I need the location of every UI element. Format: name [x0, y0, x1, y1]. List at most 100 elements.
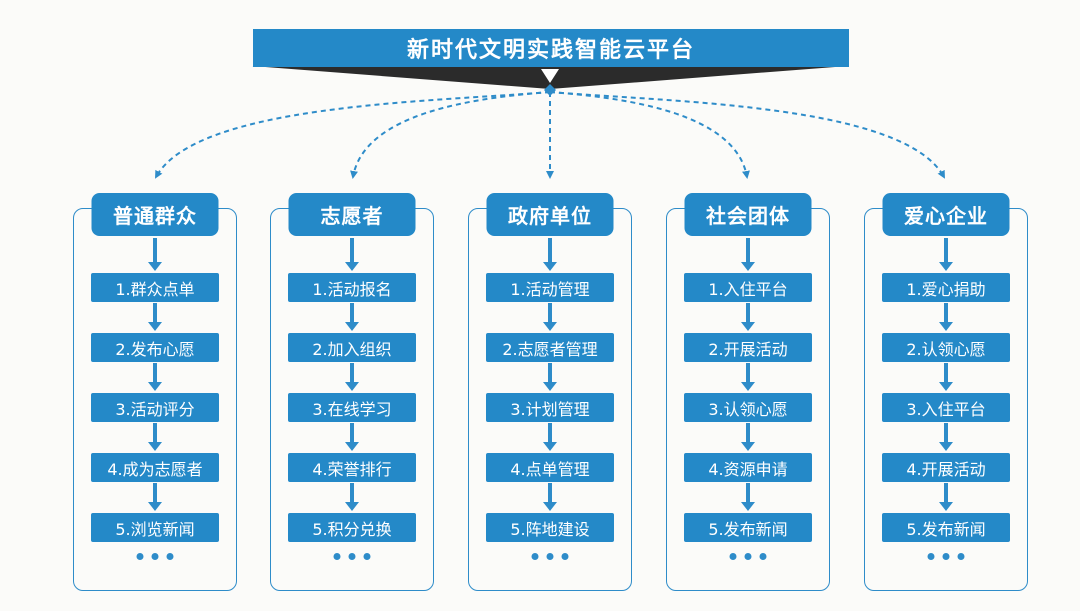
down-arrow-icon: [345, 303, 359, 331]
step-label: 2.加入组织: [312, 339, 392, 359]
column-government-units: 政府单位 1.活动管理 2.志愿者管理 3.计划管理 4.点单管理 5.阵地建设: [468, 193, 632, 591]
step-box: 4.资源申请: [684, 453, 812, 482]
step-box: 2.开展活动: [684, 333, 812, 362]
down-arrow-icon: [939, 363, 953, 391]
down-arrow-icon: [345, 423, 359, 451]
down-arrow-icon: [345, 363, 359, 391]
down-arrow-icon: [148, 238, 162, 271]
step-box: 2.加入组织: [288, 333, 416, 362]
down-arrow-icon: [543, 363, 557, 391]
step-box: 2.发布心愿: [91, 333, 219, 362]
column-header-label: 爱心企业: [904, 204, 988, 228]
down-arrow-icon: [939, 483, 953, 511]
step-label: 5.积分兑换: [312, 519, 392, 539]
down-arrow-icon: [148, 303, 162, 331]
ellipsis-icon: [136, 553, 174, 560]
step-label: 2.志愿者管理: [502, 339, 598, 359]
down-arrow-icon: [148, 423, 162, 451]
down-arrow-icon: [543, 303, 557, 331]
step-label: 1.入住平台: [708, 279, 788, 299]
step-box: 1.活动管理: [486, 273, 614, 302]
column-header: 社会团体: [684, 193, 812, 236]
step-label: 4.开展活动: [906, 459, 986, 479]
column-header-label: 政府单位: [508, 204, 592, 228]
step-box: 1.活动报名: [288, 273, 416, 302]
step-label: 3.在线学习: [312, 399, 392, 419]
down-arrow-icon: [148, 363, 162, 391]
down-arrow-icon: [741, 238, 755, 271]
step-label: 4.点单管理: [510, 459, 590, 479]
step-label: 1.活动报名: [312, 279, 392, 299]
title-banner: 新时代文明实践智能云平台: [253, 29, 849, 67]
step-box: 2.志愿者管理: [486, 333, 614, 362]
step-label: 1.活动管理: [510, 279, 590, 299]
step-box: 5.阵地建设: [486, 513, 614, 542]
column-header-label: 普通群众: [113, 204, 197, 228]
step-box: 5.发布新闻: [684, 513, 812, 542]
step-box: 4.成为志愿者: [91, 453, 219, 482]
down-arrow-icon: [741, 363, 755, 391]
step-label: 1.爱心捐助: [906, 279, 986, 299]
column-header: 政府单位: [486, 193, 614, 236]
step-box: 5.积分兑换: [288, 513, 416, 542]
step-label: 1.群众点单: [115, 279, 195, 299]
ellipsis-icon: [333, 553, 371, 560]
step-label: 3.认领心愿: [708, 399, 788, 419]
column-header-label: 社会团体: [706, 204, 790, 228]
ellipsis-icon: [729, 553, 767, 560]
step-box: 5.发布新闻: [882, 513, 1010, 542]
down-arrow-icon: [148, 483, 162, 511]
connector-line-1: [155, 91, 551, 179]
step-box: 2.认领心愿: [882, 333, 1010, 362]
step-label: 5.浏览新闻: [115, 519, 195, 539]
step-box: 3.在线学习: [288, 393, 416, 422]
step-label: 5.发布新闻: [906, 519, 986, 539]
step-label: 4.荣誉排行: [312, 459, 392, 479]
down-arrow-icon: [543, 238, 557, 271]
down-arrow-icon: [345, 483, 359, 511]
column-header: 志愿者: [288, 193, 416, 236]
step-label: 3.入住平台: [906, 399, 986, 419]
column-header-label: 志愿者: [320, 204, 384, 228]
connector-line-5: [549, 91, 945, 179]
column-volunteers: 志愿者 1.活动报名 2.加入组织 3.在线学习 4.荣誉排行 5.积分兑换: [270, 193, 434, 591]
step-box: 3.活动评分: [91, 393, 219, 422]
down-arrow-icon: [741, 423, 755, 451]
step-box: 5.浏览新闻: [91, 513, 219, 542]
down-arrow-icon: [543, 423, 557, 451]
step-box: 4.荣誉排行: [288, 453, 416, 482]
ribbon-down-arrow-icon: [541, 69, 559, 83]
page-title: 新时代文明实践智能云平台: [406, 38, 695, 63]
step-label: 2.认领心愿: [906, 339, 986, 359]
connector-line-4: [549, 91, 750, 179]
column-ordinary-public: 普通群众 1.群众点单 2.发布心愿 3.活动评分 4.成为志愿者 5.浏览新闻: [73, 193, 237, 591]
down-arrow-icon: [345, 238, 359, 271]
step-label: 4.成为志愿者: [107, 459, 203, 479]
step-box: 3.计划管理: [486, 393, 614, 422]
step-label: 3.计划管理: [510, 399, 590, 419]
column-header: 爱心企业: [882, 193, 1010, 236]
step-label: 5.阵地建设: [510, 519, 590, 539]
step-box: 1.入住平台: [684, 273, 812, 302]
step-box: 4.开展活动: [882, 453, 1010, 482]
step-label: 2.开展活动: [708, 339, 788, 359]
down-arrow-icon: [939, 303, 953, 331]
down-arrow-icon: [741, 483, 755, 511]
column-caring-enterprises: 爱心企业 1.爱心捐助 2.认领心愿 3.入住平台 4.开展活动 5.发布新闻: [864, 193, 1028, 591]
step-label: 4.资源申请: [708, 459, 788, 479]
down-arrow-icon: [543, 483, 557, 511]
step-box: 3.入住平台: [882, 393, 1010, 422]
down-arrow-icon: [939, 238, 953, 271]
step-label: 2.发布心愿: [115, 339, 195, 359]
connector-line-2: [350, 91, 551, 179]
ellipsis-icon: [531, 553, 569, 560]
dashed-connectors: [155, 91, 945, 179]
ellipsis-icon: [927, 553, 965, 560]
step-box: 4.点单管理: [486, 453, 614, 482]
step-label: 3.活动评分: [115, 399, 195, 419]
step-box: 3.认领心愿: [684, 393, 812, 422]
column-social-organizations: 社会团体 1.入住平台 2.开展活动 3.认领心愿 4.资源申请 5.发布新闻: [666, 193, 830, 591]
down-arrow-icon: [939, 423, 953, 451]
down-arrow-icon: [741, 303, 755, 331]
